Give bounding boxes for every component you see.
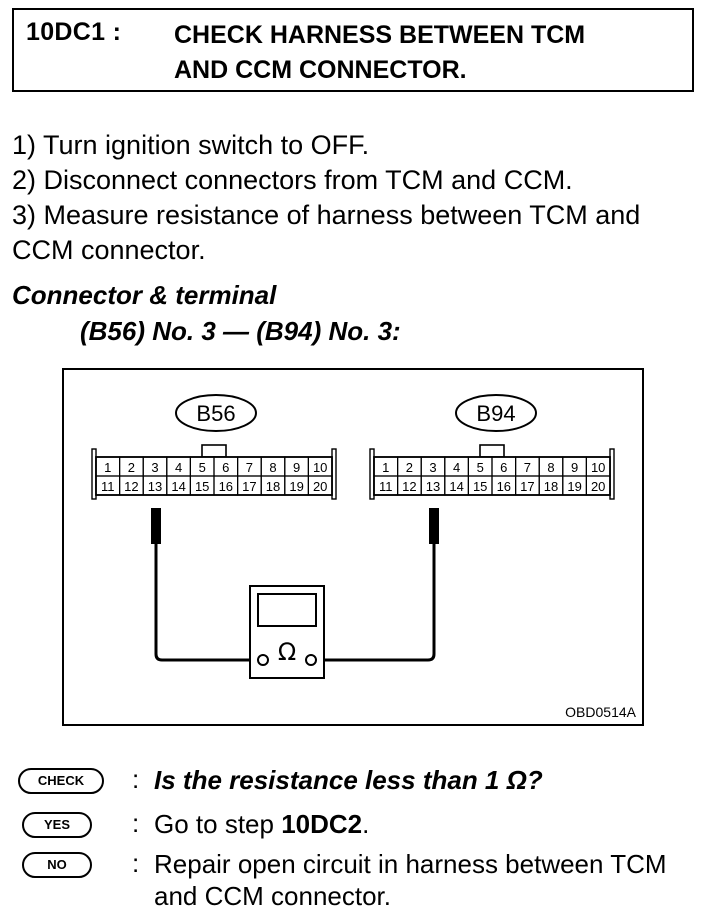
right-connector-pin-label: 15 — [473, 479, 487, 494]
left-connector-pin-label: 20 — [313, 479, 327, 494]
left-connector-pin-label: 6 — [222, 460, 229, 475]
procedure-steps: 1) Turn ignition switch to OFF. 2) Disco… — [12, 128, 696, 268]
right-connector-pin-label: 18 — [544, 479, 558, 494]
right-connector-latch — [479, 444, 505, 458]
left-connector-pin-label: 14 — [171, 479, 185, 494]
left-connector-pin-label: 8 — [269, 460, 276, 475]
figure-code: OBD0514A — [565, 704, 636, 720]
yes-answer-suffix: . — [362, 809, 370, 839]
right-connector-pin-label: 10 — [591, 460, 605, 475]
right-connector-pin-label: 2 — [406, 460, 413, 475]
step-code: 10DC1 : — [26, 18, 122, 46]
right-connector-pin-label: 5 — [477, 460, 484, 475]
left-connector-pin-label: 11 — [101, 479, 115, 494]
left-connector-label: B56 — [175, 394, 257, 432]
meter-terminal-right — [305, 654, 317, 666]
yes-answer-step: 10DC2 — [281, 809, 363, 839]
step-title: CHECK HARNESS BETWEEN TCM AND CCM CONNEC… — [174, 18, 684, 88]
left-connector-pin-label: 10 — [313, 460, 327, 475]
left-connector-pin-label: 16 — [219, 479, 233, 494]
left-connector-latch — [201, 444, 227, 458]
left-connector-pin-label: 18 — [266, 479, 280, 494]
ohm-symbol: Ω — [278, 638, 296, 666]
right-connector-pin-label: 1 — [382, 460, 389, 475]
left-connector-pin-label: 15 — [195, 479, 209, 494]
ohmmeter: Ω — [249, 585, 325, 679]
yes-badge: YES — [22, 812, 92, 838]
left-connector-pin-label: 3 — [151, 460, 158, 475]
right-connector-pin-label: 17 — [520, 479, 534, 494]
step-2: 2) Disconnect connectors from TCM and CC… — [12, 165, 573, 195]
connector-detail: (B56) No. 3 — (B94) No. 3: — [80, 316, 401, 346]
left-connector-pin-label: 19 — [289, 479, 303, 494]
right-connector-label: B94 — [455, 394, 537, 432]
right-connector-pin-label: 13 — [426, 479, 440, 494]
yes-answer: Go to step 10DC2. — [154, 808, 369, 840]
left-wire — [154, 544, 256, 662]
left-connector-pin-label: 7 — [246, 460, 253, 475]
right-connector-pin-label: 9 — [571, 460, 578, 475]
step-title-line-1: CHECK HARNESS BETWEEN TCM — [174, 21, 586, 49]
left-connector-pin-label: 17 — [242, 479, 256, 494]
no-answer: Repair open circuit in harness between T… — [154, 849, 667, 911]
left-connector-pin-label: 2 — [128, 460, 135, 475]
right-connector-pin-label: 3 — [429, 460, 436, 475]
no-badge: NO — [22, 852, 92, 878]
no-colon: : — [132, 848, 140, 878]
right-connector-pin-label: 11 — [379, 479, 393, 494]
right-connector-pin-label: 4 — [453, 460, 460, 475]
yes-answer-prefix: Go to step — [154, 809, 282, 839]
right-connector-pin-label: 16 — [497, 479, 511, 494]
right-connector-pin-label: 14 — [449, 479, 463, 494]
right-connector-pin-label: 12 — [402, 479, 416, 494]
connector-heading: Connector & terminal — [12, 280, 277, 310]
left-connector-pin-label: 12 — [124, 479, 138, 494]
check-question: Is the resistance less than 1 Ω? — [154, 765, 543, 795]
step-title-box: 10DC1 : CHECK HARNESS BETWEEN TCM AND CC… — [12, 8, 694, 92]
right-connector-pin-label: 19 — [567, 479, 581, 494]
right-connector-pin-label: 7 — [524, 460, 531, 475]
step-title-line-2: AND CCM CONNECTOR. — [174, 56, 467, 84]
right-connector-pin-label: 20 — [591, 479, 605, 494]
step-3: 3) Measure resistance of harness between… — [12, 200, 641, 265]
check-badge: CHECK — [18, 768, 104, 794]
right-connector-pin-label: 6 — [500, 460, 507, 475]
check-colon: : — [132, 764, 140, 794]
yes-colon: : — [132, 808, 140, 838]
left-connector-pin-cell — [307, 475, 333, 496]
right-connector-name: B94 — [476, 401, 515, 426]
left-connector-pin-label: 9 — [293, 460, 300, 475]
meter-display — [257, 593, 317, 627]
step-1: 1) Turn ignition switch to OFF. — [12, 130, 370, 160]
right-connector-pin-label: 8 — [547, 460, 554, 475]
left-probe — [151, 508, 161, 544]
right-probe — [429, 508, 439, 544]
left-connector-pin-label: 1 — [104, 460, 111, 475]
right-wire — [318, 544, 436, 662]
left-connector-pin-label: 13 — [148, 479, 162, 494]
meter-terminal-left — [257, 654, 269, 666]
right-connector-pin-cell — [585, 475, 611, 496]
left-connector-pin-label: 4 — [175, 460, 182, 475]
left-connector-pin-label: 5 — [199, 460, 206, 475]
left-connector-name: B56 — [196, 401, 235, 426]
